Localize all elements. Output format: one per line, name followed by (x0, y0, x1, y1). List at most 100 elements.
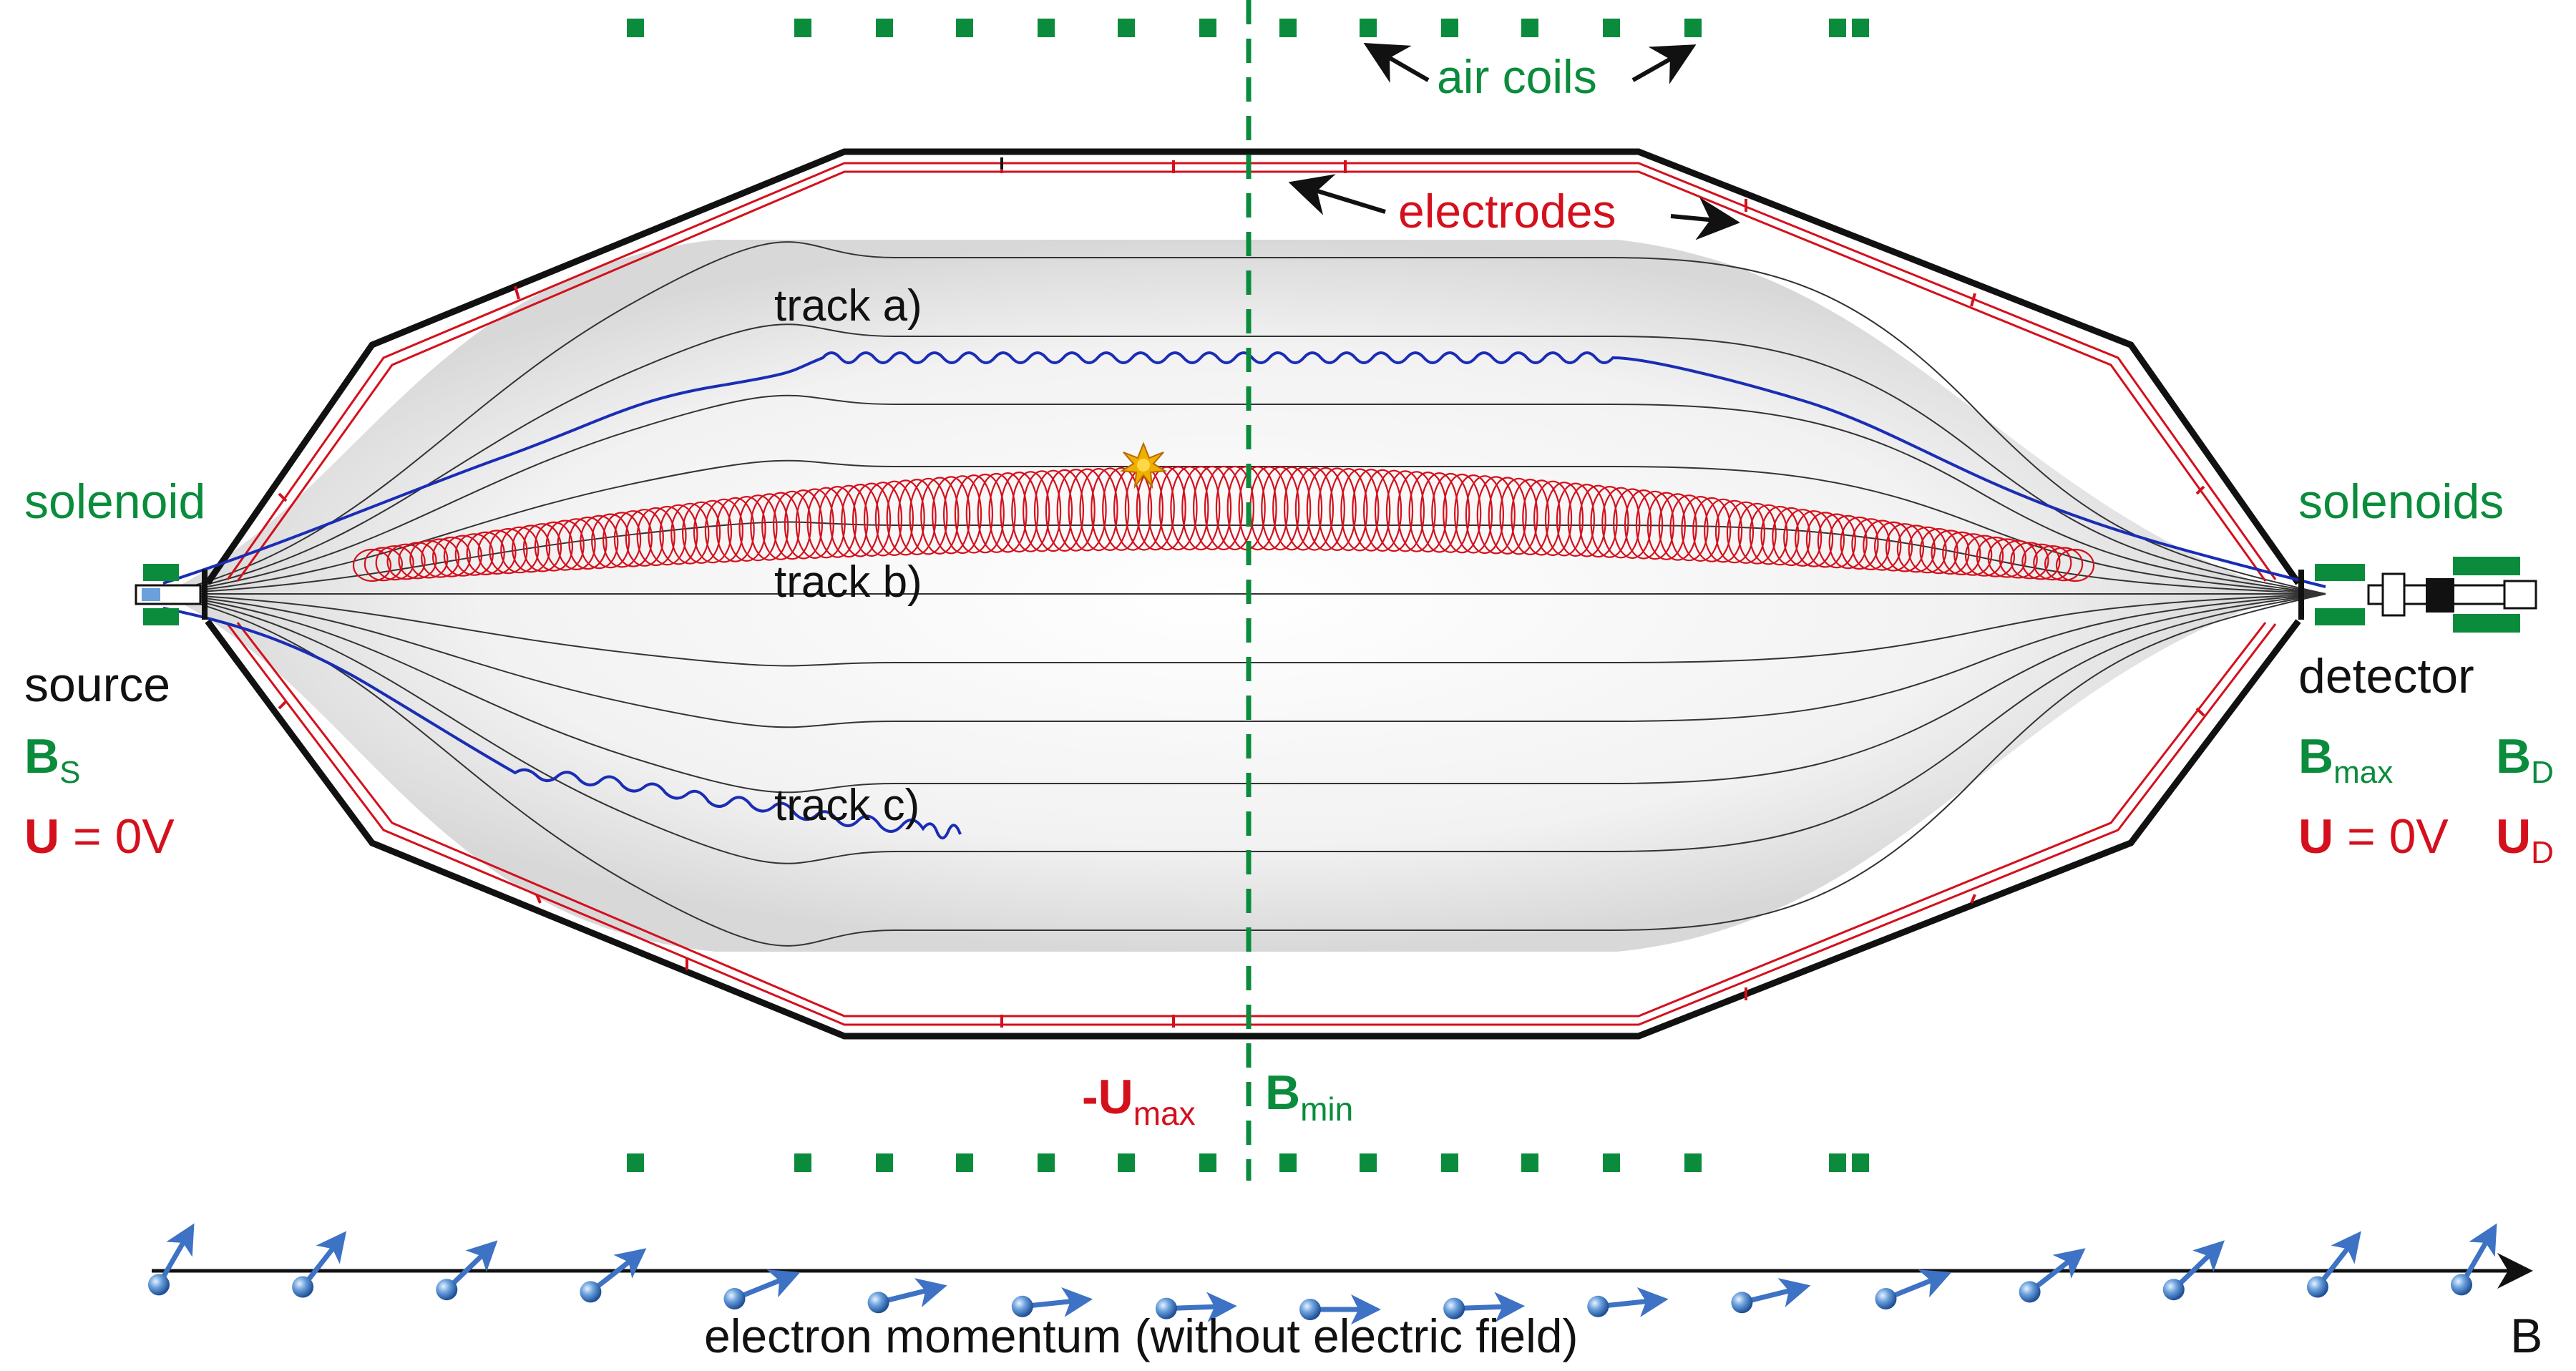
spiral-loop (988, 472, 1028, 553)
track-a-path (162, 351, 2326, 588)
air-coils-label: air coils (1437, 50, 1597, 103)
momentum-arrow-icon (1875, 1269, 1952, 1309)
spiral-loop (398, 542, 437, 580)
spiral-loop (1613, 488, 1652, 560)
detector-label: detector (2298, 649, 2474, 703)
momentum-arrow-icon (436, 1240, 498, 1301)
u-d-label: UD (2496, 809, 2554, 870)
spiral-loop (1488, 477, 1527, 555)
spiral-loop (545, 519, 585, 571)
spiral-loop (1828, 514, 1868, 570)
field-line (162, 593, 2326, 794)
u-source-label: U = 0V (24, 809, 175, 864)
spiral-loop (1692, 497, 1732, 562)
momentum-caption: electron momentum (without electric fiel… (704, 1309, 1578, 1362)
spiral-loop (1556, 482, 1595, 557)
spiral-loop (421, 538, 460, 578)
spiral-loop (511, 525, 551, 573)
spiral-loop (1476, 476, 1516, 555)
spiral-loop (841, 483, 880, 557)
spiral-loop (648, 505, 687, 566)
spiral-loop (2033, 545, 2072, 581)
momentum-arrow-icon (723, 1269, 801, 1309)
spiral-loop (1317, 467, 1357, 552)
air-coil (1360, 1153, 1377, 1172)
spiral-loop (1726, 501, 1765, 564)
spiral-loop (443, 535, 483, 577)
spiral-loop (1646, 492, 1686, 560)
spiral-loop (716, 497, 755, 562)
spiral-loop (1714, 499, 1755, 564)
spiral-loop (897, 478, 937, 555)
spark-icon (1119, 441, 1168, 489)
air-coil (627, 19, 644, 37)
air-coil (1603, 19, 1620, 37)
spiral-loop (1204, 465, 1244, 551)
spiral-loop (1704, 498, 1743, 563)
u-max-label: -Umax (1082, 1070, 1196, 1132)
spiral-loop (1522, 479, 1561, 556)
momentum-arrow-icon (580, 1248, 647, 1303)
spiral-loop (636, 507, 675, 567)
spiral-loop (863, 482, 903, 557)
spiral-loop (1102, 467, 1141, 551)
air-coil (1441, 19, 1458, 37)
spiral-loop (1352, 469, 1391, 552)
spiral-loop (591, 513, 630, 569)
spiral-loop (1795, 510, 1834, 567)
air-coil (1852, 19, 1869, 37)
air-coil (794, 19, 811, 37)
air-coil (1829, 1153, 1846, 1172)
spiral-loop (1579, 484, 1618, 558)
spiral-loop (1454, 474, 1493, 554)
spiral-loop (613, 510, 653, 567)
spiral-loop (568, 516, 608, 570)
spiral-loop (1443, 473, 1482, 554)
spiral-loop (1896, 525, 1936, 573)
track-c-label: track c) (774, 781, 919, 830)
spiral-loop (1385, 470, 1425, 552)
momentum-arrow-icon (1587, 1287, 1669, 1317)
flange-markers (202, 570, 2304, 620)
spiral-loop (1533, 480, 1573, 557)
spiral-loop (954, 474, 994, 554)
spiral-loop (1283, 467, 1323, 551)
spiral-loop (1158, 466, 1198, 551)
field-line (162, 394, 2326, 595)
air-coil (876, 19, 893, 37)
field-line (162, 323, 2326, 595)
spiral-loop (965, 473, 1005, 554)
spiral-loop (704, 498, 744, 563)
spiral-loop (784, 489, 824, 560)
air-coil (1829, 19, 1846, 37)
air-coil (1199, 19, 1216, 37)
air-coil (1038, 19, 1055, 37)
air-coil (794, 1153, 811, 1172)
field-line (162, 459, 2326, 595)
spiral-loop (1919, 527, 1958, 575)
air-coil (1852, 1153, 1869, 1172)
spiral-loop (1737, 502, 1777, 565)
momentum-arrow-icon (2019, 1248, 2086, 1303)
air-coil (1441, 1153, 1458, 1172)
spiral-loop (874, 480, 914, 557)
spiral-loop (1011, 471, 1050, 552)
air-coil (1118, 1153, 1135, 1172)
spiral-loop (2044, 547, 2084, 582)
spiral-loop (1294, 467, 1335, 551)
track-b-spiral (352, 465, 2095, 582)
spiral-loop (942, 475, 982, 555)
momentum-arrow-icon (1731, 1278, 1811, 1314)
spiral-loop (2010, 542, 2049, 580)
spiral-loop (1261, 466, 1300, 551)
spiral-loop (1624, 489, 1664, 560)
momentum-arrow-icon (1011, 1287, 1093, 1317)
spiral-loop (1874, 521, 1913, 572)
spiral-loop (909, 477, 948, 555)
field-line (162, 593, 2326, 667)
spiral-loop (580, 514, 619, 570)
spiral-loop (431, 536, 472, 577)
spiral-loop (659, 504, 698, 565)
spiral-loop (1465, 475, 1504, 555)
spiral-loop (477, 530, 517, 575)
